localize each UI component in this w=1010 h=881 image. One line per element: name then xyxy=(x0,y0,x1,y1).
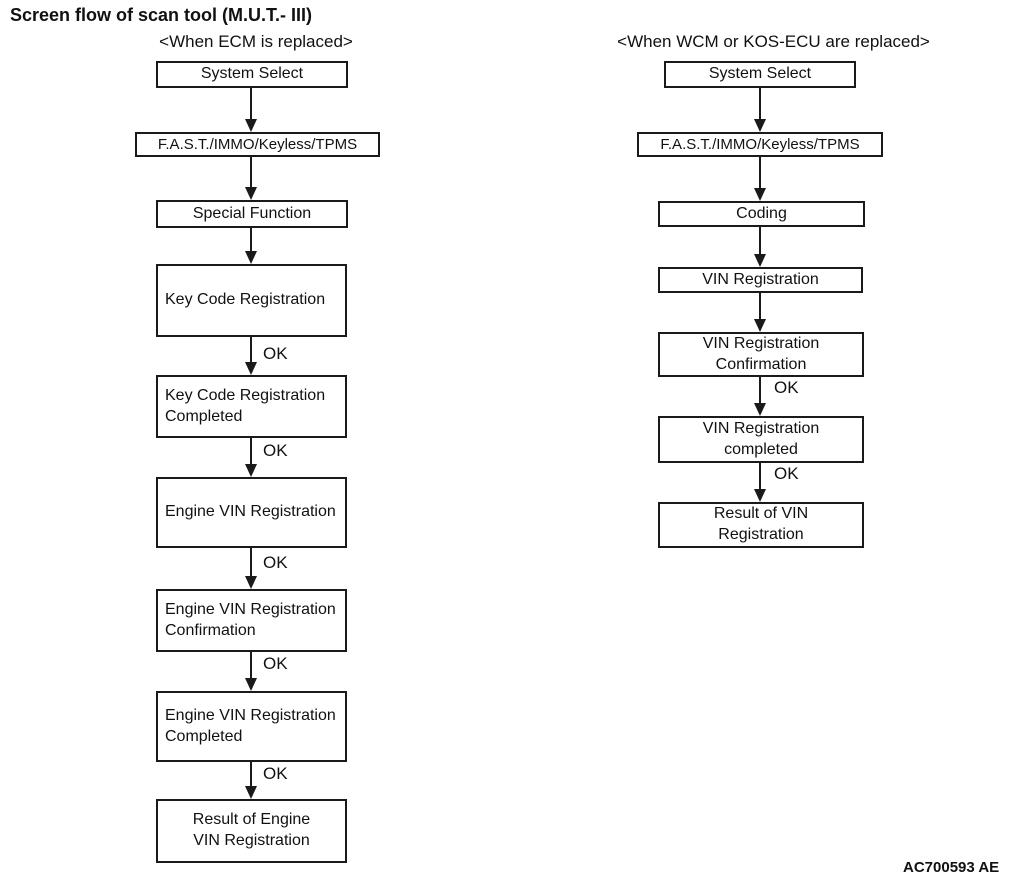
arrow-shaft xyxy=(250,438,252,464)
flow-arrow-down xyxy=(753,157,767,201)
arrow-shaft xyxy=(250,652,252,678)
arrow-shaft xyxy=(250,157,252,187)
arrow-shaft xyxy=(759,377,761,403)
flow-node-vin-registration: VIN Registration xyxy=(658,267,863,293)
flow-arrow-down xyxy=(244,652,258,691)
arrow-shaft xyxy=(250,762,252,786)
arrow-head-icon xyxy=(754,119,766,132)
flow-node-vin-registration-completed: VIN Registration completed xyxy=(658,416,864,463)
flow-arrow-down xyxy=(244,157,258,200)
flow-arrow-down xyxy=(244,228,258,264)
arrow-shaft xyxy=(759,293,761,319)
right-column-heading: <When WCM or KOS-ECU are replaced> xyxy=(617,32,930,51)
flow-arrow-down xyxy=(753,463,767,502)
arrow-head-icon xyxy=(245,187,257,200)
ok-label: OK xyxy=(263,764,288,783)
arrow-head-icon xyxy=(245,464,257,477)
ok-label: OK xyxy=(263,344,288,363)
flow-arrow-down xyxy=(753,377,767,416)
arrow-head-icon xyxy=(245,786,257,799)
flow-node-fast-immo-keyless-tpms: F.A.S.T./IMMO/Keyless/TPMS xyxy=(135,132,380,157)
arrow-head-icon xyxy=(245,678,257,691)
arrow-head-icon xyxy=(754,489,766,502)
flow-arrow-down xyxy=(244,88,258,132)
flow-node-vin-registration-confirmation: VIN Registration Confirmation xyxy=(658,332,864,377)
arrow-shaft xyxy=(250,88,252,119)
arrow-head-icon xyxy=(245,576,257,589)
arrow-head-icon xyxy=(754,254,766,267)
flow-node-result-of-engine-vin-registration: Result of Engine VIN Registration xyxy=(156,799,347,863)
arrow-head-icon xyxy=(754,188,766,201)
page-title: Screen flow of scan tool (M.U.T.- III) xyxy=(10,5,313,25)
arrow-shaft xyxy=(250,228,252,251)
arrow-shaft xyxy=(759,88,761,119)
left-column-heading: <When ECM is replaced> xyxy=(159,32,353,51)
arrow-shaft xyxy=(759,227,761,254)
figure-code: AC700593 AE xyxy=(903,859,1000,876)
ok-label: OK xyxy=(263,553,288,572)
ok-label: OK xyxy=(774,464,799,483)
flow-node-system-select: System Select xyxy=(156,61,348,88)
ok-label: OK xyxy=(774,378,799,397)
flow-arrow-down xyxy=(753,293,767,332)
flow-node-engine-vin-registration-completed: Engine VIN Registration Completed xyxy=(156,691,347,762)
arrow-head-icon xyxy=(754,403,766,416)
flow-node-engine-vin-registration: Engine VIN Registration xyxy=(156,477,347,548)
arrow-head-icon xyxy=(245,119,257,132)
flow-node-engine-vin-registration-confirmation: Engine VIN Registration Confirmation xyxy=(156,589,347,652)
arrow-head-icon xyxy=(245,251,257,264)
flow-arrow-down xyxy=(244,337,258,375)
flow-node-fast-immo-keyless-tpms-right: F.A.S.T./IMMO/Keyless/TPMS xyxy=(637,132,883,157)
flow-arrow-down xyxy=(244,548,258,589)
flow-arrow-down xyxy=(753,88,767,132)
flow-node-result-of-vin-registration: Result of VIN Registration xyxy=(658,502,864,548)
arrow-shaft xyxy=(250,548,252,576)
flow-arrow-down xyxy=(244,438,258,477)
flow-node-coding: Coding xyxy=(658,201,865,227)
ok-label: OK xyxy=(263,441,288,460)
flow-node-key-code-registration: Key Code Registration xyxy=(156,264,347,337)
arrow-shaft xyxy=(759,157,761,188)
arrow-head-icon xyxy=(245,362,257,375)
arrow-shaft xyxy=(759,463,761,489)
flow-arrow-down xyxy=(244,762,258,799)
flow-node-key-code-registration-completed: Key Code Registration Completed xyxy=(156,375,347,438)
arrow-shaft xyxy=(250,337,252,362)
flow-node-special-function: Special Function xyxy=(156,200,348,228)
flow-node-system-select-right: System Select xyxy=(664,61,856,88)
flow-arrow-down xyxy=(753,227,767,267)
arrow-head-icon xyxy=(754,319,766,332)
ok-label: OK xyxy=(263,654,288,673)
